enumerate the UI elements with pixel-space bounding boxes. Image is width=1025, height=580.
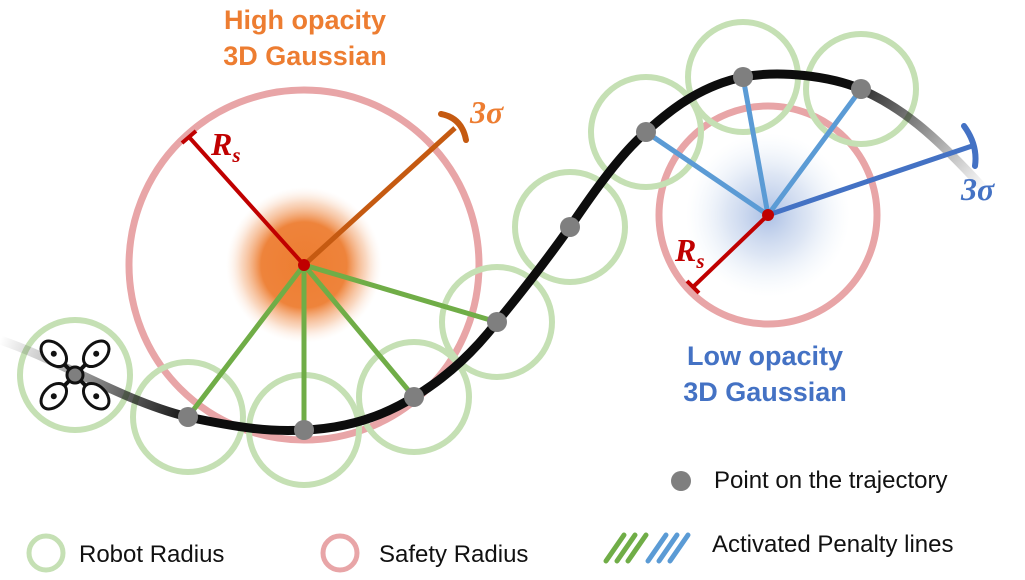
quadrotor-drone-icon	[39, 339, 111, 411]
legend-robot-radius-label: Robot Radius	[79, 541, 225, 568]
robot-radius-circle	[17, 317, 133, 433]
penalty-line	[765, 86, 864, 218]
legend-safety-radius-icon	[320, 533, 360, 573]
trajectory-end-fade	[850, 82, 990, 195]
high-gaussian-annotations	[180, 111, 469, 271]
penalty-line	[301, 262, 500, 325]
low-opacity-title-line1: Low opacity	[686, 341, 843, 371]
robot-radius-circle	[588, 74, 704, 190]
robot-radius-circles	[17, 19, 919, 488]
radius-subscript: s	[232, 143, 241, 167]
penalty-line	[740, 74, 771, 218]
safety-radius-tick-low	[685, 279, 701, 295]
trajectory-point	[851, 79, 871, 99]
robot-radius-circle	[439, 264, 555, 380]
low-opacity-gaussian-title: Low opacity 3D Gaussian	[640, 338, 890, 410]
low-opacity-title-line2: 3D Gaussian	[683, 377, 847, 407]
trajectory-point	[178, 407, 198, 427]
three-sigma-line-high	[302, 126, 457, 267]
penalty-line	[643, 129, 771, 218]
legend-penalty-lines-icon	[603, 532, 691, 564]
trajectory-point	[404, 387, 424, 407]
radius-symbol: R	[211, 126, 233, 162]
legend-penalty-lines-label: Activated Penalty lines	[712, 531, 954, 558]
radius-symbol: R	[675, 232, 697, 268]
penalty-lines-low	[643, 74, 864, 218]
high-opacity-gaussian-title: High opacity 3D Gaussian	[180, 2, 430, 74]
three-sigma-line-low	[767, 143, 973, 218]
robot-radius-circle	[512, 169, 628, 285]
safety-radius-line-high	[187, 135, 306, 267]
radius-subscript: s	[696, 249, 705, 273]
safety-radius-circle-low	[655, 102, 881, 328]
trajectory-point	[560, 217, 580, 237]
safety-radius-label-low: Rs	[675, 234, 705, 277]
robot-radius-circle	[356, 339, 472, 455]
trajectory-points	[178, 67, 871, 440]
robot-radius-circle	[803, 31, 919, 147]
high-opacity-title-line1: High opacity	[223, 5, 386, 35]
penalty-line	[185, 262, 307, 420]
three-sigma-label-high: 3σ	[470, 94, 504, 130]
penalty-line	[301, 262, 417, 400]
legend-robot-radius-icon	[26, 533, 66, 573]
safety-radius-tick-high	[180, 129, 198, 145]
legend-safety-radius-label: Safety Radius	[379, 541, 529, 568]
robot-radius-circle	[130, 359, 246, 475]
legend-point-label: Point on the trajectory	[714, 467, 948, 494]
safety-radius-line-low	[691, 213, 770, 289]
penalty-lines-high	[185, 262, 500, 433]
trajectory-start-fade	[0, 335, 193, 422]
safety-radius-label-high: Rs	[211, 128, 241, 171]
gaussian-center-high	[298, 259, 310, 271]
three-sigma-arc-low	[961, 123, 979, 169]
trajectory-point	[733, 67, 753, 87]
trajectory-point	[636, 122, 656, 142]
trajectory-point	[294, 420, 314, 440]
trajectory-point	[487, 312, 507, 332]
three-sigma-label-low: 3σ	[961, 171, 995, 207]
three-sigma-arc-high	[438, 111, 469, 143]
gaussian-center-low	[762, 209, 774, 221]
legend-point-icon	[671, 471, 691, 491]
low-gaussian-annotations	[685, 123, 979, 295]
high-opacity-title-line2: 3D Gaussian	[223, 41, 387, 71]
